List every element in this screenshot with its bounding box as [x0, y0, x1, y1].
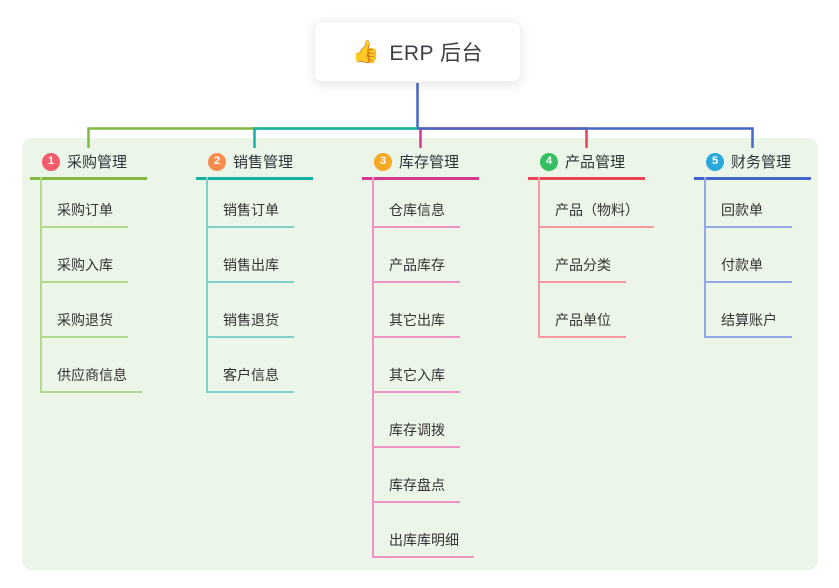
branch-header-3[interactable]: 3 库存管理 [362, 146, 479, 180]
mindmap-node[interactable]: 仓库信息 [372, 173, 460, 228]
mindmap-node-label: 付款单 [721, 257, 763, 273]
mindmap-node[interactable]: 销售退货 [206, 283, 294, 338]
branch-number-badge: 3 [374, 152, 392, 171]
child-spine-line [206, 177, 208, 393]
mindmap-node-label: 结算账户 [721, 312, 777, 328]
mindmap-node[interactable]: 其它入库 [372, 338, 460, 393]
branch-children-5: 回款单付款单结算账户 [704, 173, 792, 338]
mindmap-node[interactable]: 采购退货 [40, 283, 128, 338]
mindmap-node-label: 采购退货 [57, 312, 113, 328]
mindmap-node[interactable]: 供应商信息 [40, 338, 142, 393]
mindmap-node[interactable]: 产品单位 [538, 283, 626, 338]
mindmap-node-label: 其它出库 [389, 312, 445, 328]
branches-panel [22, 138, 818, 570]
mindmap-node[interactable]: 其它出库 [372, 283, 460, 338]
root-node[interactable]: 👍 ERP 后台 [314, 21, 521, 82]
thumbs-up-icon: 👍 [351, 38, 380, 64]
child-spine-line [372, 177, 374, 558]
mindmap-node-label: 采购入库 [57, 257, 113, 273]
mindmap-node[interactable]: 出库库明细 [372, 503, 474, 558]
branch-header-1[interactable]: 1 采购管理 [30, 146, 147, 180]
mindmap-node-label: 出库库明细 [389, 532, 459, 548]
branch-number-badge: 5 [706, 152, 724, 171]
branch-label: 采购管理 [67, 154, 128, 171]
branch-number-badge: 1 [42, 152, 60, 171]
mindmap-node-label: 销售出库 [223, 257, 279, 273]
branch-label: 产品管理 [565, 154, 626, 171]
mindmap-node[interactable]: 产品库存 [372, 228, 460, 283]
mindmap-node-label: 回款单 [721, 202, 763, 218]
mindmap-node-label: 供应商信息 [57, 367, 127, 383]
mindmap-node[interactable]: 产品分类 [538, 228, 626, 283]
mindmap-node-label: 产品分类 [555, 257, 611, 273]
mindmap-node[interactable]: 回款单 [704, 173, 792, 228]
root-node-label: ERP 后台 [389, 41, 484, 65]
branch-header-5[interactable]: 5 财务管理 [694, 146, 811, 180]
mindmap-node-label: 销售订单 [223, 202, 279, 218]
mindmap-node[interactable]: 库存盘点 [372, 448, 460, 503]
mindmap-node-label: 产品（物料） [555, 202, 639, 218]
mindmap-node-label: 产品库存 [389, 257, 445, 273]
mindmap-node-label: 库存调拨 [389, 422, 445, 438]
mindmap-node[interactable]: 产品（物料） [538, 173, 654, 228]
mindmap-node-label: 库存盘点 [389, 477, 445, 493]
mindmap-node[interactable]: 销售出库 [206, 228, 294, 283]
mindmap-node[interactable]: 付款单 [704, 228, 792, 283]
child-spine-line [538, 177, 540, 338]
mindmap-node[interactable]: 采购入库 [40, 228, 128, 283]
mindmap-node-label: 销售退货 [223, 312, 279, 328]
mindmap-node[interactable]: 库存调拨 [372, 393, 460, 448]
mindmap-node-label: 产品单位 [555, 312, 611, 328]
child-spine-line [704, 177, 706, 338]
child-spine-line [40, 177, 42, 393]
mindmap-node[interactable]: 结算账户 [704, 283, 792, 338]
mindmap-node[interactable]: 销售订单 [206, 173, 294, 228]
mindmap-node-label: 仓库信息 [389, 202, 445, 218]
branch-children-3: 仓库信息产品库存其它出库其它入库库存调拨库存盘点出库库明细 [372, 173, 474, 558]
branch-label: 财务管理 [731, 154, 792, 171]
branch-label: 库存管理 [399, 154, 460, 171]
mindmap-node[interactable]: 客户信息 [206, 338, 294, 393]
mindmap-node-label: 其它入库 [389, 367, 445, 383]
branch-number-badge: 2 [208, 152, 226, 171]
mindmap-node-label: 客户信息 [223, 367, 279, 383]
mindmap-node[interactable]: 采购订单 [40, 173, 128, 228]
mindmap-node-label: 采购订单 [57, 202, 113, 218]
branch-label: 销售管理 [233, 154, 294, 171]
branch-children-2: 销售订单销售出库销售退货客户信息 [206, 173, 294, 393]
branch-header-4[interactable]: 4 产品管理 [528, 146, 645, 180]
branch-header-2[interactable]: 2 销售管理 [196, 146, 313, 180]
branch-children-1: 采购订单采购入库采购退货供应商信息 [40, 173, 142, 393]
branch-number-badge: 4 [540, 152, 558, 171]
branch-children-4: 产品（物料） 产品分类产品单位 [538, 173, 654, 338]
